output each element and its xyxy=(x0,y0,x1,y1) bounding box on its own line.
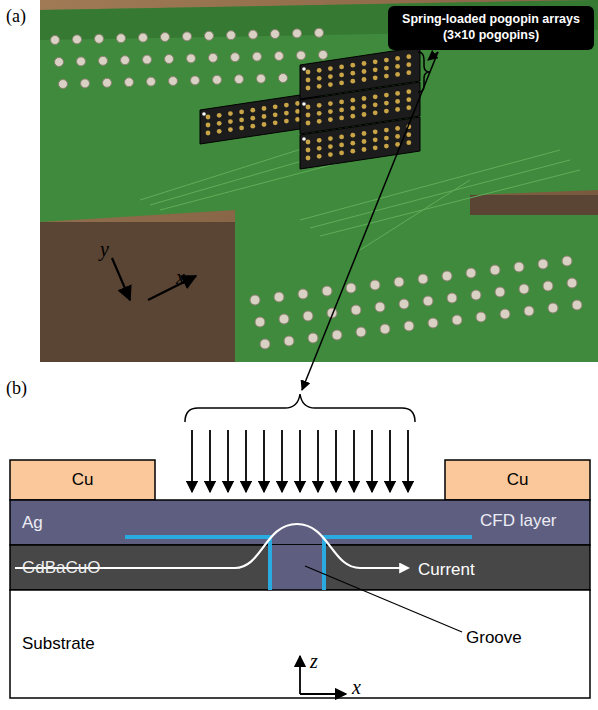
brace xyxy=(185,394,415,422)
axis-label: z xyxy=(310,650,318,673)
current-label: Current xyxy=(418,560,475,580)
z-axis-arrow xyxy=(299,656,301,694)
axis-label: y xyxy=(100,238,109,261)
layer-label: CFD layer xyxy=(480,511,557,531)
y-axis-arrow xyxy=(112,258,130,300)
node-text: Cu xyxy=(507,469,529,490)
substrate-layer: Substrate xyxy=(10,590,290,698)
node-text: Substrate xyxy=(22,633,95,654)
panel-label: (b) xyxy=(6,378,27,399)
groove-label: Groove xyxy=(466,628,522,648)
axis-label: x xyxy=(352,676,361,699)
axis-label: x xyxy=(176,266,185,289)
x-axis-arrow xyxy=(148,276,196,300)
pcb-photo xyxy=(40,0,598,362)
node-text: Spring-loaded pogopin arrays (3×10 pogop… xyxy=(394,12,588,43)
node-text: Cu xyxy=(72,469,94,490)
panel-label: (a) xyxy=(6,6,26,27)
node-text: Ag xyxy=(22,512,43,533)
callout-box: Spring-loaded pogopin arrays (3×10 pogop… xyxy=(388,6,594,50)
cross-section xyxy=(10,394,590,698)
copper-pad: Cu xyxy=(445,460,590,500)
copper-pad: Cu xyxy=(10,460,155,500)
node-text: GdBaCuO xyxy=(22,557,100,578)
leader-arrow xyxy=(302,52,438,390)
x-axis-arrow xyxy=(300,693,346,695)
superconductor-layer: GdBaCuO xyxy=(10,545,260,591)
